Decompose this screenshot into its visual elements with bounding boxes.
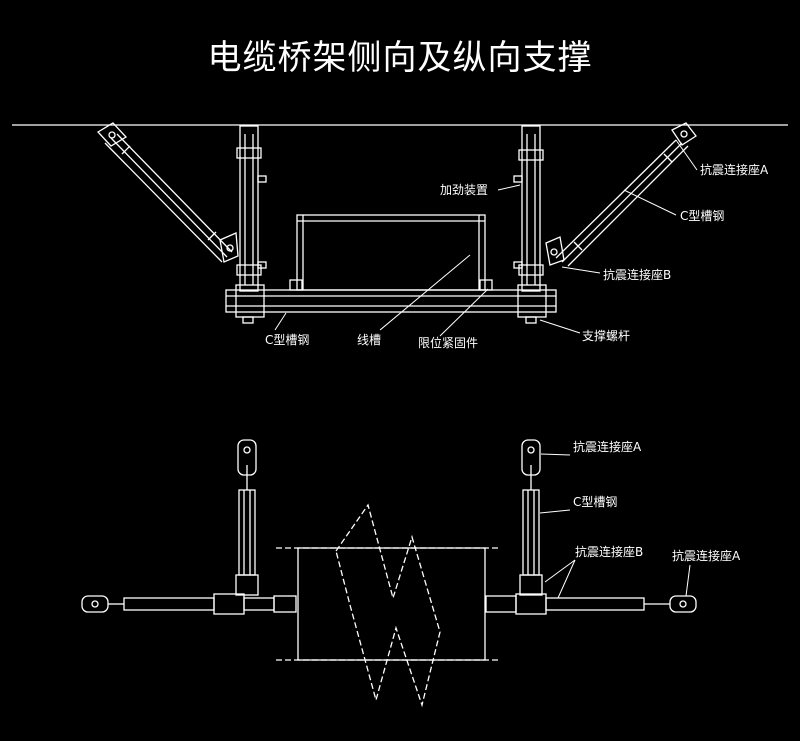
bottom-leaders	[539, 453, 691, 599]
label-stiffener: 加劲装置	[440, 183, 488, 197]
cable-tray	[289, 214, 493, 291]
diagram-title: 电缆桥架侧向及纵向支撑	[207, 38, 593, 78]
label-anchor-a-top: 抗震连接座A	[700, 162, 769, 177]
label-trunking: 线槽	[357, 333, 381, 347]
right-vertical-channel	[513, 125, 565, 292]
left-diagonal-brace	[96, 122, 233, 263]
label-anchor-a-bottom-top: 抗震连接座A	[573, 439, 642, 454]
right-horizontal-strut	[485, 593, 697, 615]
right-diagonal-brace	[555, 122, 697, 267]
left-vertical-channel	[219, 125, 267, 292]
label-c-channel-right: C型槽钢	[680, 209, 724, 223]
label-c-channel-bottom: C型槽钢	[265, 333, 309, 347]
label-c-channel-bottom-view: C型槽钢	[573, 495, 617, 509]
label-limit-fastener: 限位紧固件	[418, 335, 478, 350]
label-anchor-b-top: 抗震连接座B	[603, 267, 671, 282]
label-support-rod: 支撑螺杆	[582, 328, 630, 343]
label-anchor-a-bottom-side: 抗震连接座A	[672, 548, 741, 563]
left-longitudinal-strut	[235, 439, 259, 596]
right-longitudinal-strut	[519, 439, 543, 596]
top-leaders	[274, 139, 698, 337]
left-horizontal-strut	[81, 593, 297, 615]
label-anchor-b-bottom: 抗震连接座B	[575, 544, 643, 559]
bottom-c-channel	[225, 284, 557, 324]
tray-break-symbol	[276, 503, 500, 708]
